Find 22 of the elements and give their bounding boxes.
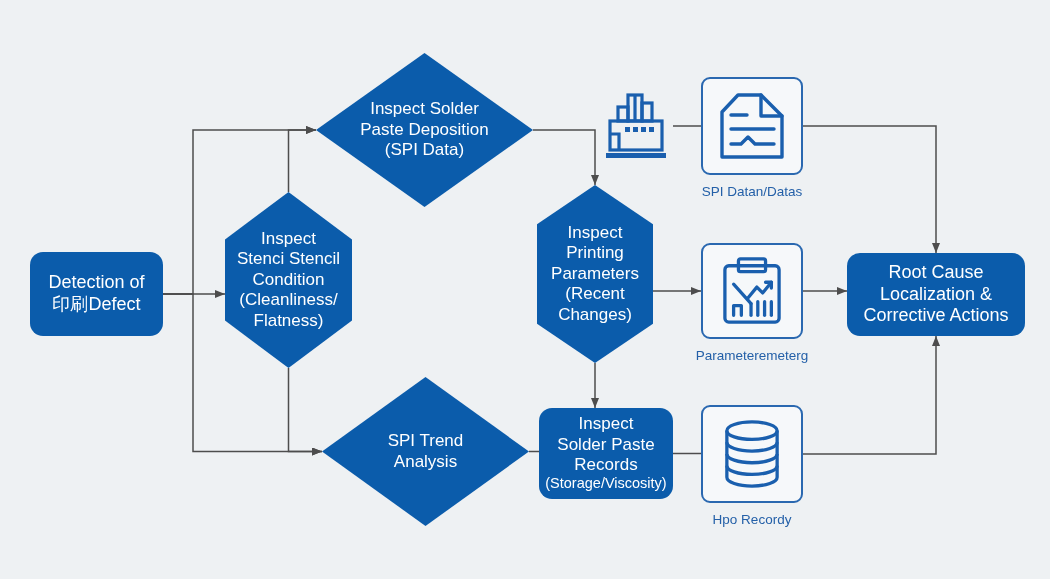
machine-icon	[605, 92, 667, 160]
arrow	[287, 367, 323, 456]
process-hexagon: Inspect Stenci Stencil Condition (Cleanliness/ Flatness)	[225, 192, 352, 368]
connector-line	[672, 452, 702, 455]
icon-caption: Hpo Recordy	[712, 512, 792, 528]
arrow	[802, 287, 848, 295]
process-hexagon: Inspect Printing Parameters (Recent Changes)	[537, 185, 653, 363]
decision-diamond: SPI Trend Analysis	[322, 377, 529, 526]
process-box: Root Cause Localization & Corrective Actions	[847, 253, 1025, 336]
connector-line	[672, 125, 702, 127]
process-box: Inspect Solder Paste Records (Storage/Viscosity)	[539, 408, 673, 499]
arrow	[532, 129, 599, 186]
icon-caption: Parameteremeterg	[695, 348, 809, 364]
arrow	[802, 335, 940, 455]
arrow	[287, 126, 317, 193]
arrow	[591, 362, 599, 409]
icon-caption: SPI Datan/Datas	[701, 184, 803, 200]
connector-line	[528, 450, 540, 453]
decision-diamond: Inspect Solder Paste Deposition (SPI Data)	[316, 53, 533, 207]
arrow	[802, 125, 940, 254]
arrow	[652, 287, 702, 295]
process-box: Detection of 印刷Defect	[30, 252, 163, 336]
